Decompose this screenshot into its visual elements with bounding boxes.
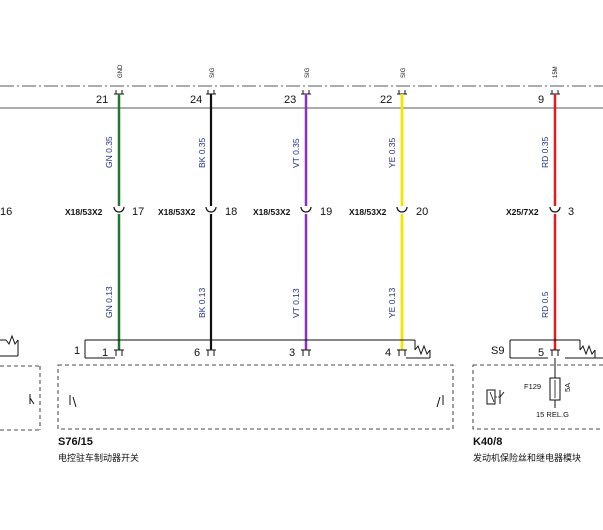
wire-3-connector-pin: 19	[320, 206, 332, 218]
wire-2-signal: SIG	[210, 67, 216, 78]
wire-2-connector: X18/53X2	[158, 207, 196, 217]
wire-4-lower-label: YE 0.13	[387, 287, 397, 318]
k40-resistor	[579, 344, 596, 356]
wire-2-top-pin: 24	[190, 94, 202, 106]
wire-3-signal: SIG	[305, 67, 311, 78]
wire-1: GND 21 GN 0.35 X18/53X2 17 GN 0.13 1	[65, 64, 144, 359]
wire-4-connector-pin: 20	[416, 206, 428, 218]
k40-dashed-box	[472, 364, 603, 430]
wire-5-connector: X25/7X2	[506, 207, 539, 217]
wire-4-top-pin: 22	[380, 94, 392, 106]
wire-1-connector-symbol	[113, 206, 125, 213]
wire-2: SIG 24 BK 0.35 X18/53X2 18 BK 0.13 6	[158, 67, 237, 359]
wire-5-upper-label: RD 0.35	[540, 137, 550, 168]
wire-2-connector-symbol	[205, 206, 217, 213]
wire-2-upper-label: BK 0.35	[197, 137, 207, 168]
wire-1-bottom-pin: 1	[102, 347, 108, 359]
wire-1-signal: GND	[118, 64, 124, 78]
wire-5-top-pin: 9	[538, 94, 544, 106]
wire-2-lower-label: BK 0.13	[197, 287, 207, 318]
left-partial-component	[0, 334, 41, 431]
wire-3-bottom-pin: 3	[289, 347, 295, 359]
wire-3-connector-symbol	[300, 206, 312, 213]
wire-1-lower-label: GN 0.13	[104, 286, 114, 318]
s76-dashed-box	[57, 364, 454, 430]
wire-2-connector-pin: 18	[225, 206, 237, 218]
wire-4: SIG 22 YE 0.35 X18/53X2 20 YE 0.13 4	[349, 67, 428, 359]
relay-label: 15 REL.G	[536, 410, 569, 419]
wire-1-top-pin: 21	[96, 94, 108, 106]
wire-1-connector-pin: 17	[132, 206, 144, 218]
s76-switch-left	[69, 395, 77, 408]
wire-5-lower-label: RD 0.5	[540, 291, 550, 318]
wire-4-connector-symbol	[396, 206, 408, 213]
wire-5-signal: 15M	[553, 66, 559, 78]
component-k40-8: S9 F129 5A 15 REL.G K40/8 发动机保险丝和继电器模块	[472, 339, 603, 463]
left-partial-pin: 16	[0, 206, 12, 218]
k40-side-pin: S9	[491, 345, 504, 357]
wire-5-connector-symbol	[549, 206, 561, 213]
wire-1-upper-label: GN 0.35	[104, 136, 114, 168]
wire-4-bottom-pin: 4	[385, 347, 391, 359]
component-s76-15: 1 S76/15 电控驻车制动器开关	[57, 339, 454, 463]
wire-4-signal: SIG	[401, 67, 407, 78]
wire-5: 15M 9 RD 0.35 X25/7X2 3 RD 0.5 5	[506, 66, 574, 359]
wire-3-upper-label: VT 0.35	[291, 138, 301, 168]
wire-5-connector-pin: 3	[568, 206, 574, 218]
s76-description: 电控驻车制动器开关	[58, 452, 139, 463]
s76-switch-right	[436, 395, 444, 408]
s76-side-pin: 1	[74, 345, 80, 357]
s76-id: S76/15	[58, 436, 93, 448]
wire-2-bottom-pin: 6	[194, 347, 200, 359]
wire-5-bottom-pin: 5	[538, 347, 544, 359]
relay-icon	[486, 389, 505, 405]
wire-3-lower-label: VT 0.13	[291, 288, 301, 318]
fuse-name: F129	[524, 382, 541, 391]
k40-description: 发动机保险丝和继电器模块	[473, 452, 581, 463]
wire-3: SIG 23 VT 0.35 X18/53X2 19 VT 0.13 3	[253, 67, 332, 359]
wire-3-top-pin: 23	[284, 94, 296, 106]
wire-3-connector: X18/53X2	[253, 207, 291, 217]
wire-4-connector: X18/53X2	[349, 207, 387, 217]
wire-1-connector: X18/53X2	[65, 207, 103, 217]
k40-id: K40/8	[473, 436, 502, 448]
fuse-rating: 5A	[563, 383, 572, 392]
wire-4-upper-label: YE 0.35	[387, 137, 397, 168]
s76-resistor	[414, 344, 431, 356]
